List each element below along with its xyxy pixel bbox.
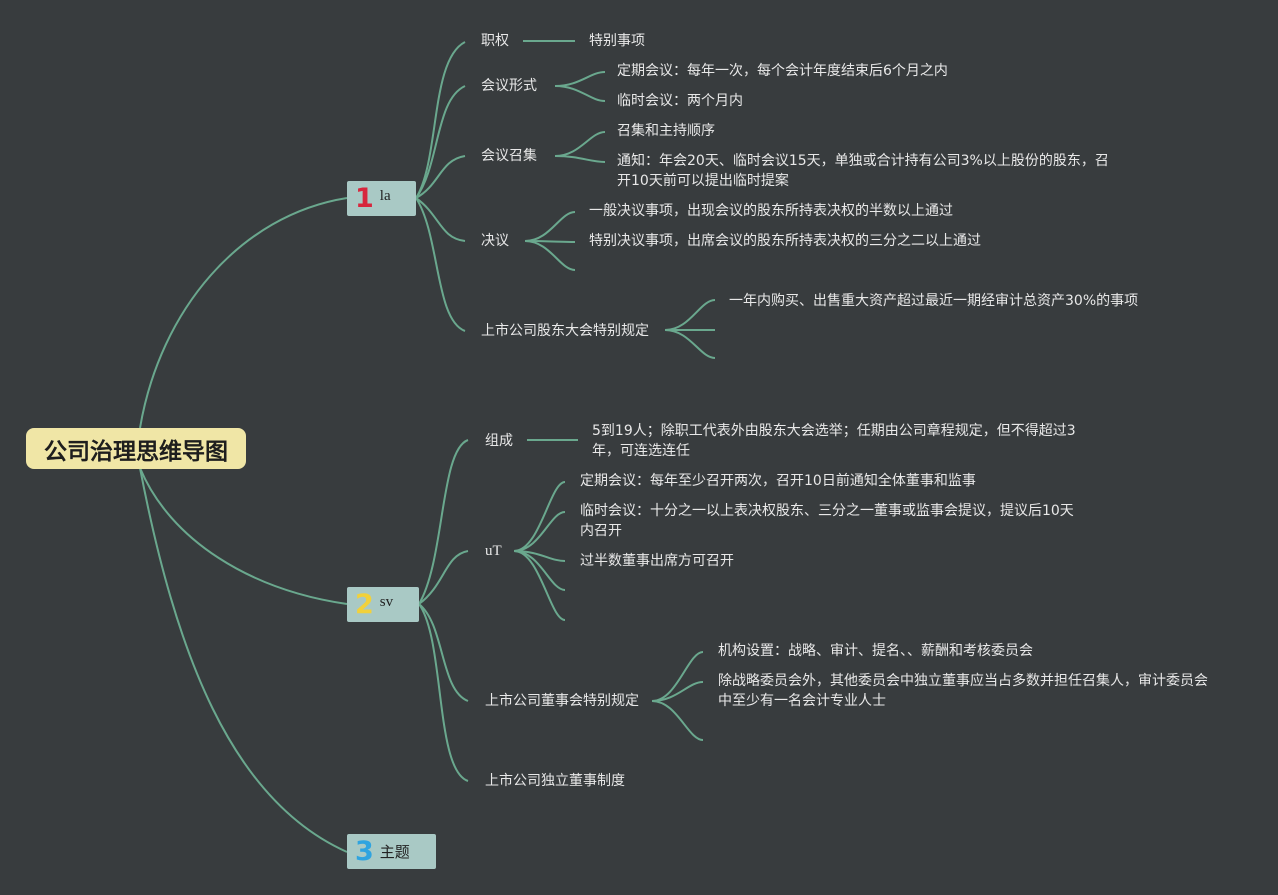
connector-jueyi-child2 [524, 240, 576, 243]
branch-3[interactable]: 3 主题 [347, 834, 436, 869]
branch-number-badge: 2 [355, 589, 374, 620]
connector-shangshi-child1 [664, 299, 716, 331]
branch-label: la [379, 187, 391, 204]
connector-jueyi-child1 [524, 211, 576, 242]
connector-huiyixingshi-child1 [554, 71, 606, 87]
connector-huiyixingshi-child2 [554, 85, 606, 102]
connector-ut-child3 [513, 550, 566, 562]
subtopic-dingqihuiyi[interactable]: 定期会议：每年一次，每个会计年度结束后6个月之内 [617, 63, 948, 79]
subtopic-linshi-dongshi[interactable]: 临时会议：十分之一以上表决权股东、三分之一董事或监事会提议，提议后10天内召开 [580, 503, 1074, 539]
subtopic-dingqi-dongshi[interactable]: 定期会议：每年至少召开两次，召开10日前通知全体董事和监事 [580, 473, 976, 489]
connector-ut-child4 [513, 550, 566, 591]
connector-jueyi-child3 [524, 240, 576, 271]
topic-shangshi-gudong[interactable]: 上市公司股东大会特别规定 [481, 323, 649, 339]
connector-b1-huiyixingshi [415, 85, 466, 199]
branch-1[interactable]: 1 la [347, 181, 416, 216]
subtopic-zucheng-detail[interactable]: 5到19人；除职工代表外由股东大会选举；任期由公司章程规定，但不得超过3年，可连… [592, 423, 1076, 459]
branch-2[interactable]: 2 sv [347, 587, 419, 622]
connector-huiyizhaoji-child2 [554, 155, 606, 163]
connector-ut-child2 [513, 511, 566, 552]
subtopic-weiyuanhui[interactable]: 除战略委员会外，其他委员会中独立董事应当占多数并担任召集人，审计委员会中至少有一… [718, 673, 1208, 709]
connector-ut-child5 [513, 550, 566, 621]
connector-dongshihui-child2 [651, 681, 704, 702]
connector-root-branch3 [139, 467, 348, 853]
connector-b1-zhiquan [415, 41, 466, 199]
root-topic[interactable]: 公司治理思维导图 [26, 428, 246, 469]
branch-label: 主题 [379, 842, 410, 861]
topic-zucheng[interactable]: 组成 [485, 433, 513, 449]
subtopic-zhongdazichan[interactable]: 一年内购买、出售重大资产超过最近一期经审计总资产30%的事项 [729, 293, 1139, 309]
connector-b2-ut [418, 550, 469, 605]
connector-dongshihui-child1 [651, 651, 704, 702]
connector-b2-zucheng [418, 439, 469, 605]
connector-huiyizhaoji-child1 [554, 131, 606, 157]
topic-ut[interactable]: uT [485, 543, 502, 559]
connector-root-branch2 [139, 467, 348, 605]
subtopic-tebiejueyi[interactable]: 特别决议事项，出席会议的股东所持表决权的三分之二以上通过 [589, 233, 981, 249]
connector-b1-shangshi [415, 197, 466, 332]
topic-duli-dongshi[interactable]: 上市公司独立董事制度 [485, 773, 625, 789]
connector-b1-jueyi [415, 197, 466, 242]
branch-number-badge: 3 [355, 836, 374, 867]
topic-huiyizhaoji[interactable]: 会议召集 [481, 148, 537, 164]
branch-number-badge: 1 [355, 183, 374, 214]
connector-b2-dongshihui [418, 603, 469, 702]
connector-b1-huiyizhaoji [415, 155, 466, 199]
topic-zhiquan[interactable]: 职权 [481, 33, 509, 49]
connector-dongshihui-child3 [651, 700, 704, 741]
topic-jueyi[interactable]: 决议 [481, 233, 509, 249]
subtopic-linshihuiyi[interactable]: 临时会议：两个月内 [617, 93, 743, 109]
branch-label: sv [379, 593, 394, 610]
connector-ut-child1 [513, 481, 566, 552]
connector-shangshi-child3 [664, 329, 716, 359]
topic-huiyixingshi[interactable]: 会议形式 [481, 78, 537, 94]
connector-root-branch1 [139, 197, 348, 429]
connector-b2-duli [418, 603, 469, 782]
topic-shangshi-dongshihui[interactable]: 上市公司董事会特别规定 [485, 693, 639, 709]
subtopic-guobanshu[interactable]: 过半数董事出席方可召开 [580, 553, 734, 569]
root-topic-label: 公司治理思维导图 [44, 438, 228, 465]
subtopic-zhaojishunxu[interactable]: 召集和主持顺序 [617, 123, 715, 139]
subtopic-tongzhi[interactable]: 通知：年会20天、临时会议15天，单独或合计持有公司3%以上股份的股东，召开10… [617, 153, 1109, 189]
subtopic-yibanjueyi[interactable]: 一般决议事项，出现会议的股东所持表决权的半数以上通过 [589, 203, 953, 219]
subtopic-tebieshixiang[interactable]: 特别事项 [589, 33, 645, 49]
subtopic-jigoushezhi[interactable]: 机构设置：战略、审计、提名、、薪酬和考核委员会 [718, 643, 1033, 659]
